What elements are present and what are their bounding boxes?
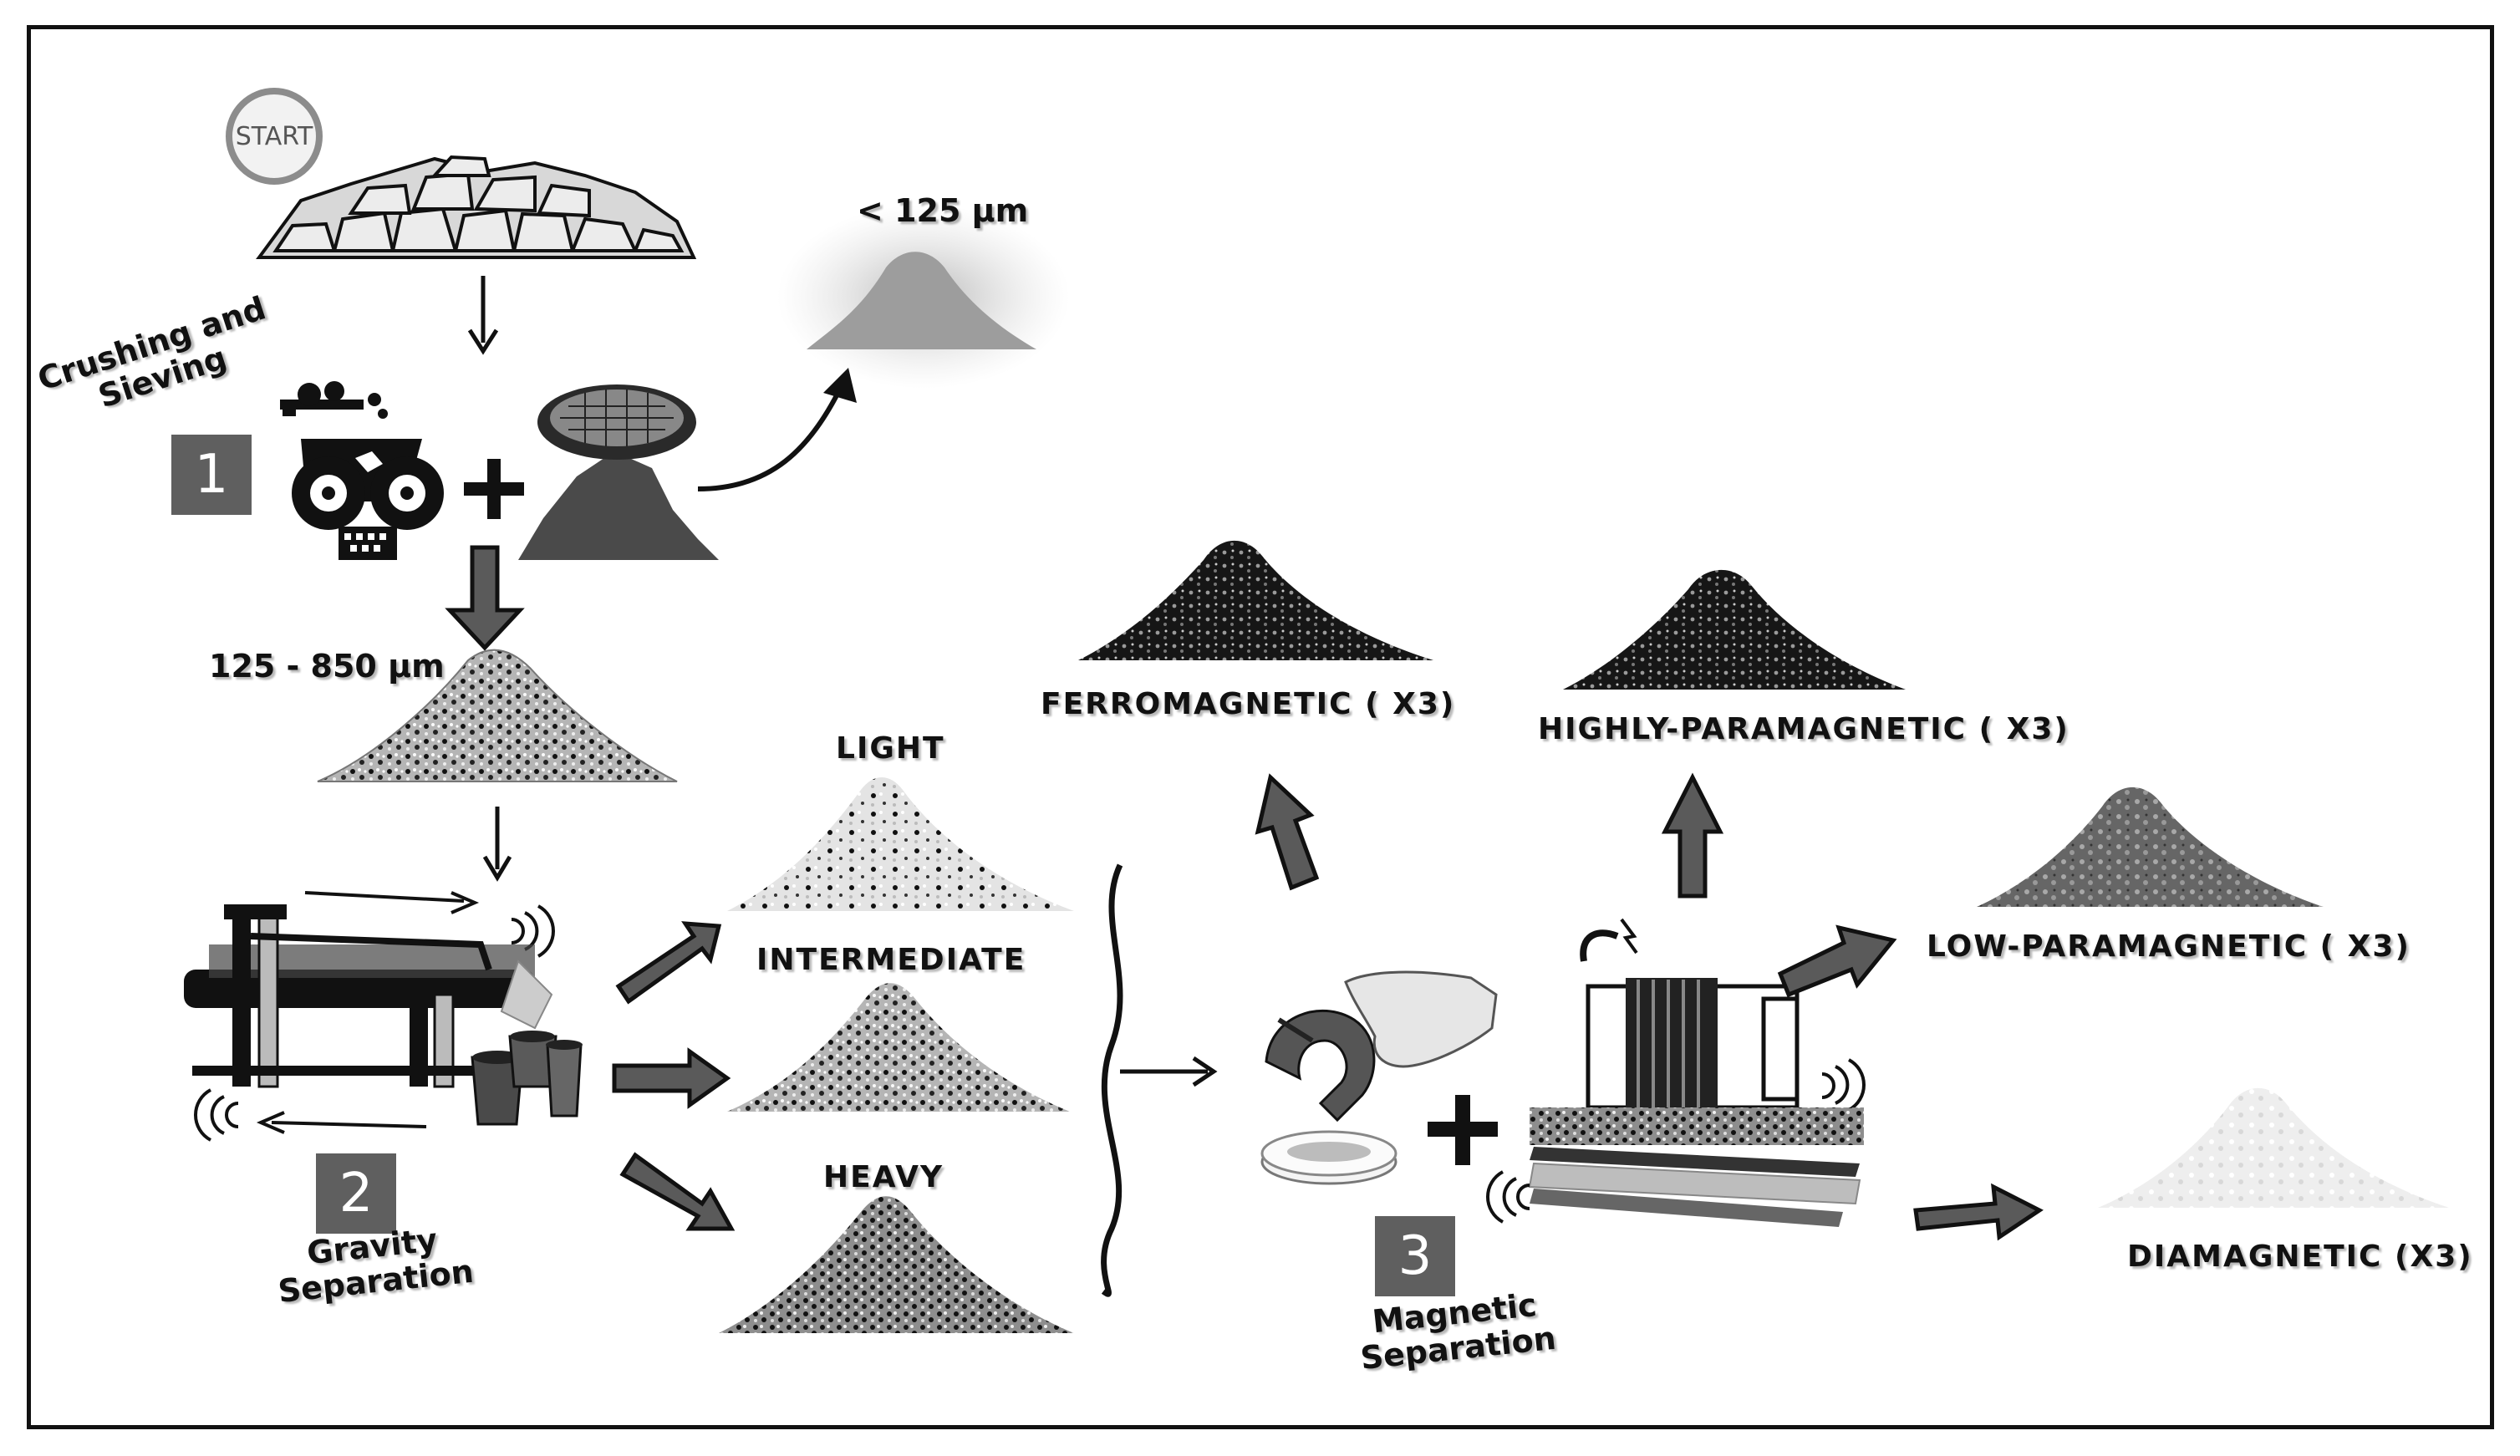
highly-paramagnetic-pile — [1563, 569, 1906, 690]
coarse-size-label: 125 - 850 µm — [209, 648, 445, 685]
arrow-to-coarse-fraction — [445, 545, 525, 651]
intermediate-label: INTERMEDIATE — [756, 943, 1026, 977]
plus-icon-2 — [1428, 1095, 1498, 1165]
brace-icon — [1101, 863, 1123, 1297]
highly-paramagnetic-label: HIGHLY-PARAMAGNETIC ( X3) — [1538, 712, 2069, 746]
plus-icon — [464, 459, 524, 519]
light-label: LIGHT — [836, 731, 945, 766]
start-badge: START — [226, 88, 323, 185]
intermediate-fraction-pile — [727, 983, 1070, 1112]
diamagnetic-pile — [2098, 1087, 2449, 1208]
fine-fraction-pile — [777, 205, 1070, 389]
arrow-to-hand-magnet — [1120, 1056, 1218, 1087]
step-3-badge: 3 — [1375, 1216, 1455, 1296]
arrows-magnetic-to-fractions — [1255, 772, 2044, 1241]
step-1-badge: 1 — [171, 435, 252, 515]
coarse-fraction-pile — [317, 649, 678, 782]
shaking-table-icon — [184, 891, 583, 1142]
fine-size-label: < 125 µm — [857, 192, 1029, 229]
low-paramagnetic-label: LOW-PARAMAGNETIC ( X3) — [1927, 929, 2411, 964]
petri-dish-icon — [1260, 1130, 1397, 1185]
horseshoe-magnet-icon — [1265, 970, 1498, 1123]
arrow-rocks-to-crushing — [467, 276, 499, 355]
low-paramagnetic-pile — [1977, 787, 2324, 907]
rock-pile-icon — [256, 155, 697, 259]
arrow-sieve-to-fine — [697, 368, 857, 491]
start-label: START — [235, 121, 313, 151]
ferromagnetic-pile — [1078, 540, 1433, 660]
ferromagnetic-label: FERROMAGNETIC ( X3) — [1041, 687, 1456, 721]
heavy-fraction-pile — [719, 1196, 1074, 1333]
step-2-badge: 2 — [316, 1153, 396, 1234]
magnetic-separator-icon — [1486, 918, 1866, 1227]
arrow-to-gravity-table — [482, 807, 512, 882]
crusher-icon — [280, 381, 444, 560]
diamagnetic-label: DIAMAGNETIC (X3) — [2127, 1240, 2473, 1274]
heavy-label: HEAVY — [823, 1160, 944, 1194]
arrows-gravity-to-fractions — [612, 921, 736, 1231]
sieve-icon — [518, 384, 719, 560]
light-fraction-pile — [727, 777, 1074, 911]
